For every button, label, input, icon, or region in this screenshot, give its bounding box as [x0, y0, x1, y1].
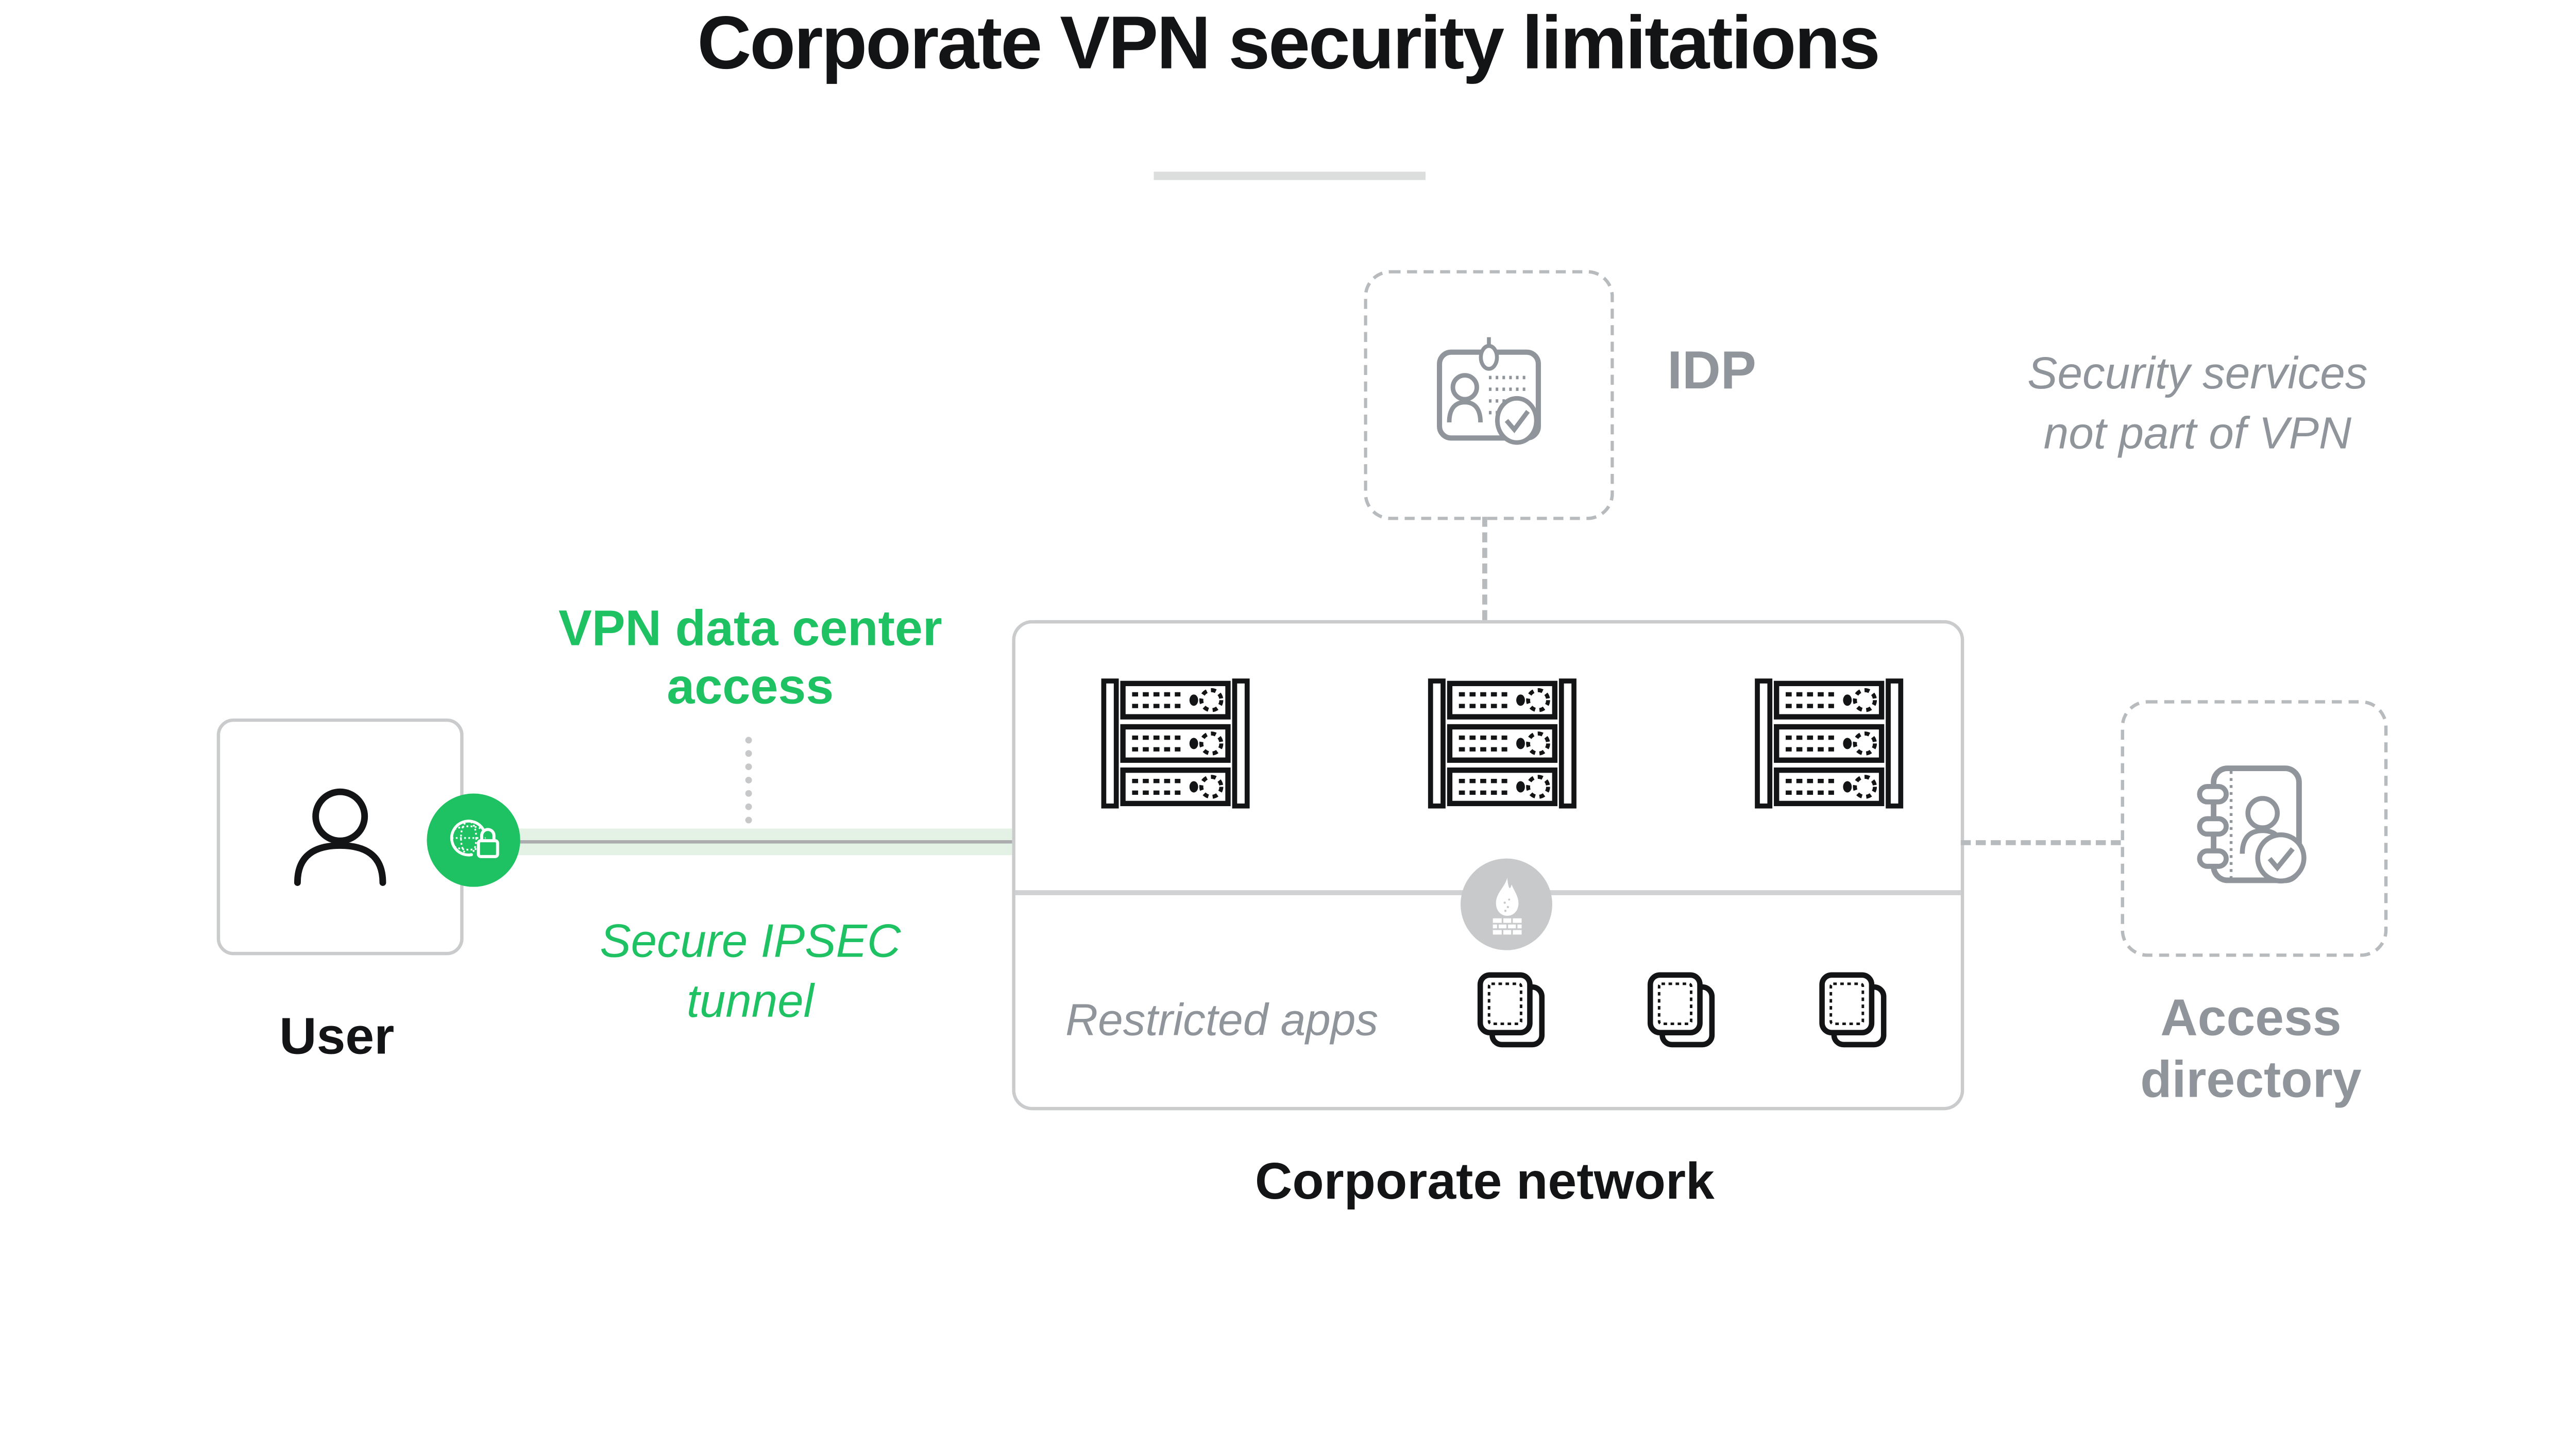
idp-label: IDP	[1667, 340, 1756, 400]
tunnel-center-line	[470, 839, 1012, 843]
vpn-access-label-line1: VPN data center	[558, 602, 942, 657]
corporate-network-box: Restricted apps	[1012, 620, 1964, 1111]
vpn-access-label: VPN data center access	[484, 600, 1018, 717]
address-book-icon	[2184, 762, 2324, 895]
firewall-badge	[1460, 858, 1552, 950]
access-directory-box	[2121, 700, 2388, 957]
corporate-network-label: Corporate network	[1255, 1152, 1715, 1211]
secure-tunnel-label-line1: Secure IPSEC	[600, 915, 901, 967]
vpn-client-badge	[427, 793, 520, 887]
restricted-apps-label: Restricted apps	[1065, 995, 1379, 1046]
app-window-icon	[1814, 970, 1894, 1050]
user-box	[216, 718, 464, 956]
idp-box	[1364, 270, 1614, 520]
vpn-access-label-line2: access	[667, 660, 834, 715]
network-to-directory-dashed-connector	[1960, 840, 2121, 845]
title-underline	[1154, 172, 1426, 180]
app-window-icon	[1642, 970, 1722, 1050]
security-note-line2: not part of VPN	[2043, 408, 2352, 458]
user-label: User	[279, 1007, 395, 1065]
vpn-label-dotted-connector	[745, 737, 752, 824]
app-window-icon	[1472, 970, 1552, 1050]
server-rack-icon	[1754, 678, 1904, 808]
idp-to-network-dashed-connector	[1482, 517, 1487, 620]
access-directory-label-line1: Access	[2160, 988, 2342, 1047]
person-icon	[280, 777, 400, 897]
id-badge-icon	[1424, 335, 1554, 455]
page-title: Corporate VPN security limitations	[697, 0, 1880, 86]
secure-tunnel-label: Secure IPSEC tunnel	[484, 912, 1018, 1030]
vpn-tunnel-band	[470, 828, 1012, 855]
secure-tunnel-label-line2: tunnel	[686, 974, 814, 1026]
firewall-icon	[1471, 870, 1541, 940]
server-rack-icon	[1427, 678, 1577, 808]
security-note: Security services not part of VPN	[1964, 344, 2431, 464]
access-directory-label-line2: directory	[2140, 1050, 2362, 1109]
security-note-line1: Security services	[2027, 348, 2368, 399]
globe-lock-icon	[442, 809, 505, 872]
server-rack-icon	[1100, 678, 1250, 808]
access-directory-label: Access directory	[2077, 987, 2424, 1110]
